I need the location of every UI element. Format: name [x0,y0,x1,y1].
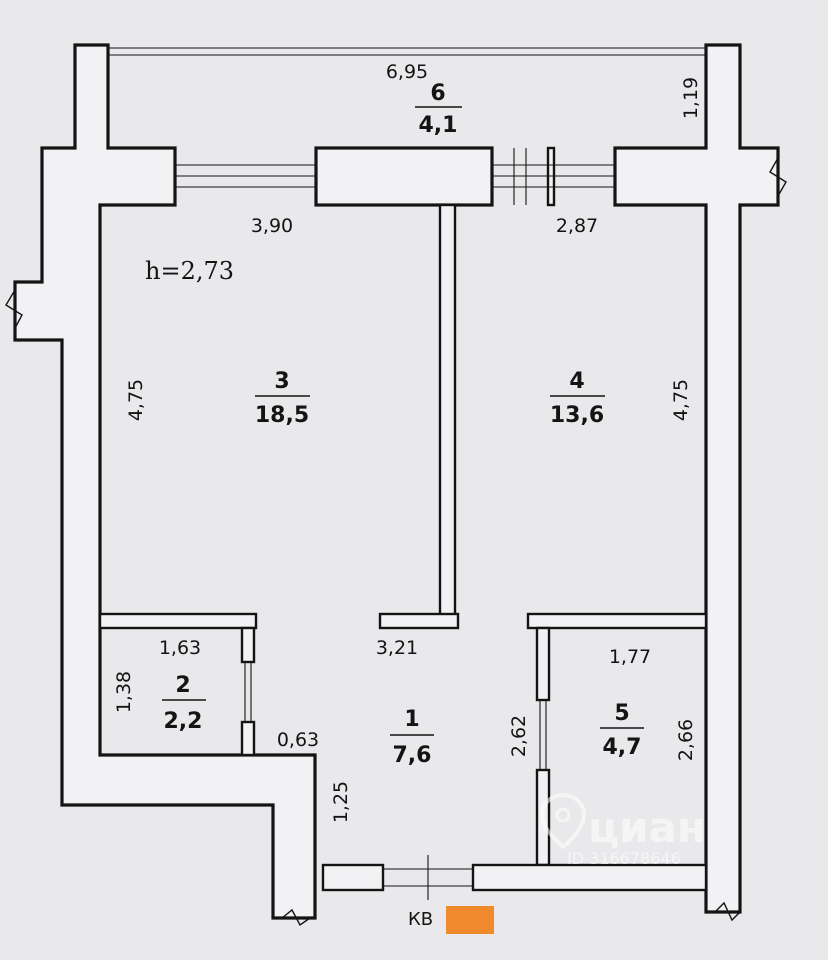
room-area: 7,6 [393,743,432,768]
wall-room2-upper [240,626,256,664]
dim-room2-length: 1,38 [113,671,135,713]
room-number: 6 [430,81,445,106]
wall-left-outer [13,43,317,920]
dim-door-gap: 0,63 [277,729,319,751]
room-number: 1 [404,707,419,732]
room-label-1: 1 7,6 [390,707,434,768]
wall-partition-horizontal-mid [378,612,460,630]
room-number: 5 [614,701,629,726]
watermark-brand: циан [588,803,706,852]
room-area: 4,1 [419,113,458,138]
door-entrance [383,855,473,900]
room-number: 2 [175,673,190,698]
wall-room2-lower [240,720,256,757]
watermark: циан ID 316678646 [539,792,706,868]
room-label-5: 5 4,7 [600,701,644,760]
wall-bottom-right [471,863,708,892]
window-room3 [175,164,316,188]
door-room2 [244,662,252,722]
room-label-4: 4 13,6 [550,369,605,428]
dim-room2-width: 1,63 [159,637,201,659]
room-area: 13,6 [550,403,604,428]
dim-balcony-width: 6,95 [386,61,428,83]
wall-right-outer [613,43,780,914]
break-mark-bottom-right [714,901,741,922]
room-label-3: 3 18,5 [255,369,310,428]
dim-room4-width: 2,87 [556,215,598,237]
room-label-6: 6 4,1 [415,81,462,138]
orange-stamp [446,906,494,934]
door-room5 [539,700,547,770]
wall-partition-horizontal-right [526,612,708,630]
dim-room4-length: 4,75 [670,379,692,421]
location-pin-icon [539,792,587,850]
wall-partition-horizontal-left [98,612,258,630]
dim-balcony-depth: 1,19 [680,77,702,119]
ceiling-height-label: h=2,73 [145,257,234,285]
wall-room5-upper [535,626,551,702]
dim-room3-length: 4,75 [125,379,147,421]
room-number: 3 [274,369,289,394]
dim-corridor-length: 1,25 [330,781,352,823]
wall-bottom-left [321,863,385,892]
room-area: 18,5 [255,403,309,428]
dim-hall-width: 3,21 [376,637,418,659]
dim-room3-width: 3,90 [251,215,293,237]
room-area: 2,2 [164,709,203,734]
break-mark-right [769,157,787,197]
room-area: 4,7 [603,735,642,760]
dim-hall-length: 2,62 [508,715,530,757]
window-room4 [492,148,615,205]
room-label-2: 2 2,2 [162,673,206,734]
wall-partition-3-4 [438,203,457,624]
dim-room5-width: 1,77 [609,646,651,668]
break-mark-bottom-left [281,908,311,927]
break-mark-left [5,289,23,331]
wall-pier-top [314,146,494,207]
watermark-id: ID 316678646 [567,849,681,868]
dim-room5-length: 2,66 [675,719,697,761]
room-number: 4 [569,369,584,394]
entrance-label: КВ [408,909,433,930]
